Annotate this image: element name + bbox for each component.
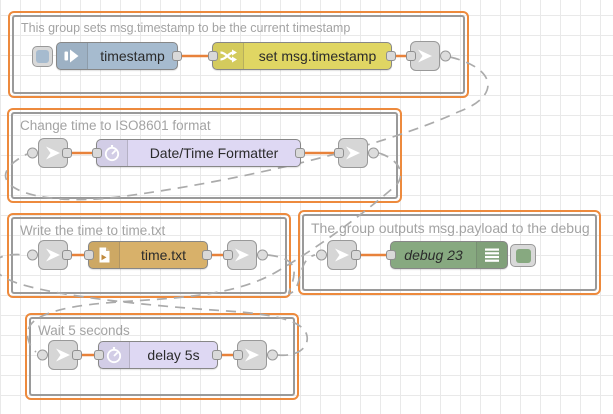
change-node[interactable]: set msg.timestamp (212, 42, 392, 70)
output-port[interactable] (295, 148, 305, 158)
link-arrow-icon (53, 345, 73, 365)
link-port[interactable] (257, 250, 268, 261)
inject-arrow-icon (57, 43, 88, 69)
link-wire[interactable] (268, 255, 315, 294)
output-port[interactable] (72, 350, 82, 360)
node-label: set msg.timestamp (244, 43, 391, 69)
link-out-node[interactable] (410, 41, 440, 71)
input-port[interactable] (94, 350, 104, 360)
output-port[interactable] (62, 250, 72, 260)
link-arrow-icon (43, 245, 63, 265)
link-port[interactable] (27, 250, 38, 261)
input-port[interactable] (334, 148, 344, 158)
input-port[interactable] (386, 250, 396, 260)
debug-toggle-button[interactable] (510, 244, 536, 267)
link-in-node[interactable] (327, 240, 357, 270)
link-in-node[interactable] (38, 138, 68, 168)
datetime-formatter-node[interactable]: Date/Time Formatter (96, 139, 301, 167)
output-port[interactable] (62, 148, 72, 158)
link-arrow-icon (242, 345, 262, 365)
link-port[interactable] (37, 350, 48, 361)
input-port[interactable] (92, 148, 102, 158)
link-port[interactable] (267, 350, 278, 361)
debug-lines-icon (476, 242, 507, 268)
link-arrow-icon (332, 245, 352, 265)
output-port[interactable] (386, 51, 396, 61)
link-in-node[interactable] (38, 240, 68, 270)
link-port[interactable] (316, 250, 327, 261)
link-out-node[interactable] (227, 240, 257, 270)
link-in-node[interactable] (48, 340, 78, 370)
output-port[interactable] (172, 51, 182, 61)
output-port[interactable] (212, 350, 222, 360)
inject-button[interactable] (32, 46, 53, 67)
link-arrow-icon (43, 143, 63, 163)
input-port[interactable] (223, 250, 233, 260)
inject-node[interactable]: timestamp (56, 42, 178, 70)
link-port[interactable] (368, 148, 379, 159)
output-port[interactable] (351, 250, 361, 260)
link-out-node[interactable] (237, 340, 267, 370)
node-label: debug 23 (391, 242, 476, 268)
delay-node[interactable]: delay 5s (98, 341, 218, 369)
link-out-node[interactable] (338, 138, 368, 168)
node-label: time.txt (120, 242, 207, 268)
debug-node[interactable]: debug 23 (390, 241, 508, 269)
link-port[interactable] (27, 148, 38, 159)
node-label: Date/Time Formatter (128, 140, 300, 166)
link-arrow-icon (232, 245, 252, 265)
inject-button-face (36, 50, 49, 63)
link-arrow-icon (343, 143, 363, 163)
input-port[interactable] (406, 51, 416, 61)
file-node[interactable]: time.txt (88, 241, 208, 269)
node-label: timestamp (88, 43, 177, 69)
link-wire[interactable] (6, 57, 488, 200)
link-arrow-icon (415, 46, 435, 66)
output-port[interactable] (202, 250, 212, 260)
link-port[interactable] (440, 51, 451, 62)
debug-toggle-face (516, 249, 531, 263)
node-label: delay 5s (130, 342, 217, 368)
input-port[interactable] (208, 51, 218, 61)
input-port[interactable] (233, 350, 243, 360)
input-port[interactable] (84, 250, 94, 260)
